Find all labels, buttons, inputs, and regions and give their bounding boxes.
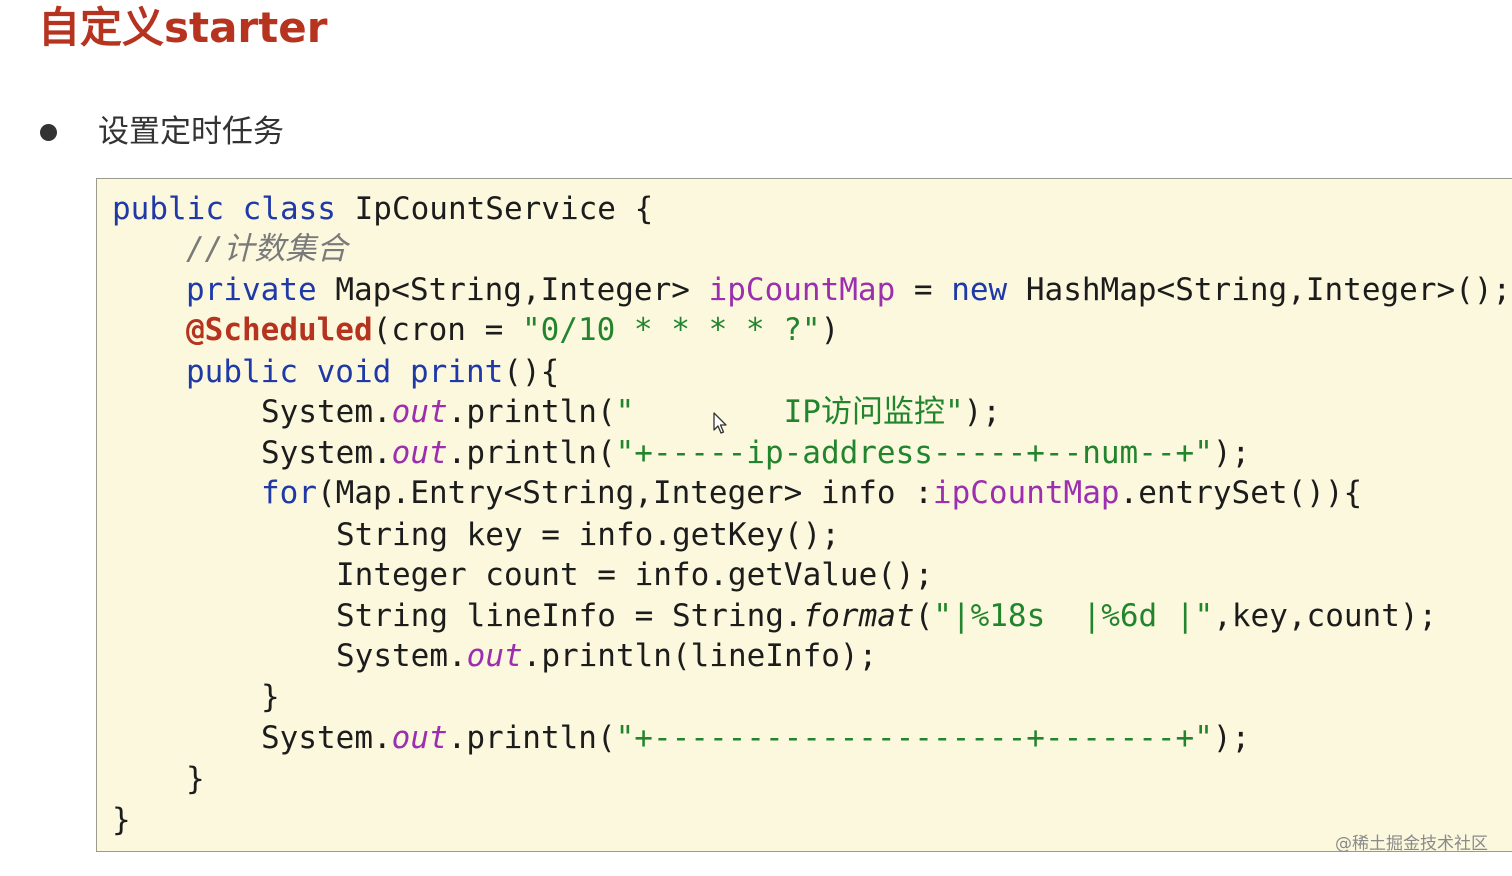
code-line-12: System.out.println(lineInfo);	[112, 636, 877, 676]
keyword: public void	[186, 354, 410, 390]
code-block: public class IpCountService { //计数集合 pri…	[96, 178, 1512, 852]
keyword: for	[261, 475, 317, 511]
field-name: ipCountMap	[932, 475, 1120, 511]
code-text: }	[261, 679, 280, 715]
code-text: .println(	[447, 394, 616, 430]
mouse-pointer-icon	[713, 412, 727, 434]
code-line-6: System.out.println(" IP访问监控");	[112, 392, 1001, 432]
code-text: ,key,count);	[1213, 598, 1438, 634]
code-line-8: for(Map.Entry<String,Integer> info :ipCo…	[112, 473, 1362, 513]
code-line-10: Integer count = info.getValue();	[112, 555, 933, 595]
code-line-14: System.out.println("+-------------------…	[112, 718, 1250, 758]
code-text: );	[1212, 720, 1251, 756]
code-text: }	[112, 802, 131, 838]
code-text: IpCountService {	[354, 191, 654, 227]
code-line-16: }	[112, 800, 131, 840]
code-comment: //计数集合	[186, 231, 348, 267]
keyword: public class	[112, 191, 355, 227]
code-text: }	[186, 761, 205, 797]
code-line-7: System.out.println("+-----ip-address----…	[112, 433, 1250, 473]
keyword: new	[951, 272, 1026, 308]
string-literal: "+--------------------+-------+"	[615, 720, 1213, 756]
string-literal: " IP访问监控"	[615, 394, 964, 430]
code-line-1: public class IpCountService {	[112, 189, 653, 229]
code-text: =	[895, 272, 952, 308]
code-text: (Map.Entry<String,Integer> info :	[317, 475, 933, 511]
code-text: (){	[503, 354, 560, 390]
method-name: format	[802, 598, 915, 634]
code-line-4: @Scheduled(cron = "0/10 * * * * ?")	[112, 310, 839, 350]
string-literal: "|%18s |%6d |"	[933, 598, 1214, 634]
code-text: );	[963, 394, 1001, 430]
static-field: out	[391, 720, 448, 756]
code-text: .entrySet()){	[1119, 475, 1363, 511]
string-literal: "0/10 * * * * ?"	[521, 312, 821, 348]
code-text: )	[820, 312, 840, 348]
code-text: Integer count = info.getValue();	[336, 557, 934, 593]
static-field: out	[391, 394, 448, 430]
code-text: System.	[261, 394, 392, 430]
code-line-15: }	[112, 759, 205, 799]
code-text: System.	[336, 638, 467, 674]
field-name: ipCountMap	[708, 272, 896, 308]
watermark: @稀土掘金技术社区	[1335, 834, 1488, 854]
static-field: out	[466, 638, 523, 674]
code-text: String key = info.getKey();	[336, 517, 840, 553]
code-text: (	[914, 598, 934, 634]
code-text: .println(	[447, 435, 616, 471]
static-field: out	[391, 435, 448, 471]
code-text: System.	[261, 720, 392, 756]
code-text: );	[1212, 435, 1251, 471]
code-line-5: public void print(){	[112, 352, 559, 392]
keyword: private	[186, 272, 336, 308]
code-text: (cron =	[372, 312, 522, 348]
code-text: .println(lineInfo);	[522, 638, 878, 674]
bullet-text: 设置定时任务	[98, 114, 284, 150]
code-line-11: String lineInfo = String.format("|%18s |…	[112, 596, 1437, 636]
code-line-2: //计数集合	[112, 229, 347, 269]
bullet-item: 设置定时任务	[38, 108, 284, 156]
annotation: @Scheduled	[186, 312, 373, 348]
method-name: print	[409, 354, 504, 390]
code-line-9: String key = info.getKey();	[112, 515, 840, 555]
code-text: String lineInfo = String.	[336, 598, 803, 634]
code-line-3: private Map<String,Integer> ipCountMap =…	[112, 270, 1511, 310]
code-line-13: }	[112, 677, 280, 717]
slide-title: 自定义starter	[38, 3, 328, 52]
string-literal: "+-----ip-address-----+--num--+"	[615, 435, 1213, 471]
code-text: .println(	[447, 720, 616, 756]
code-text: System.	[261, 435, 392, 471]
bullet-dot-icon	[40, 123, 57, 141]
code-text: Map<String,Integer>	[335, 272, 709, 308]
code-text: HashMap<String,Integer>();	[1025, 272, 1512, 308]
